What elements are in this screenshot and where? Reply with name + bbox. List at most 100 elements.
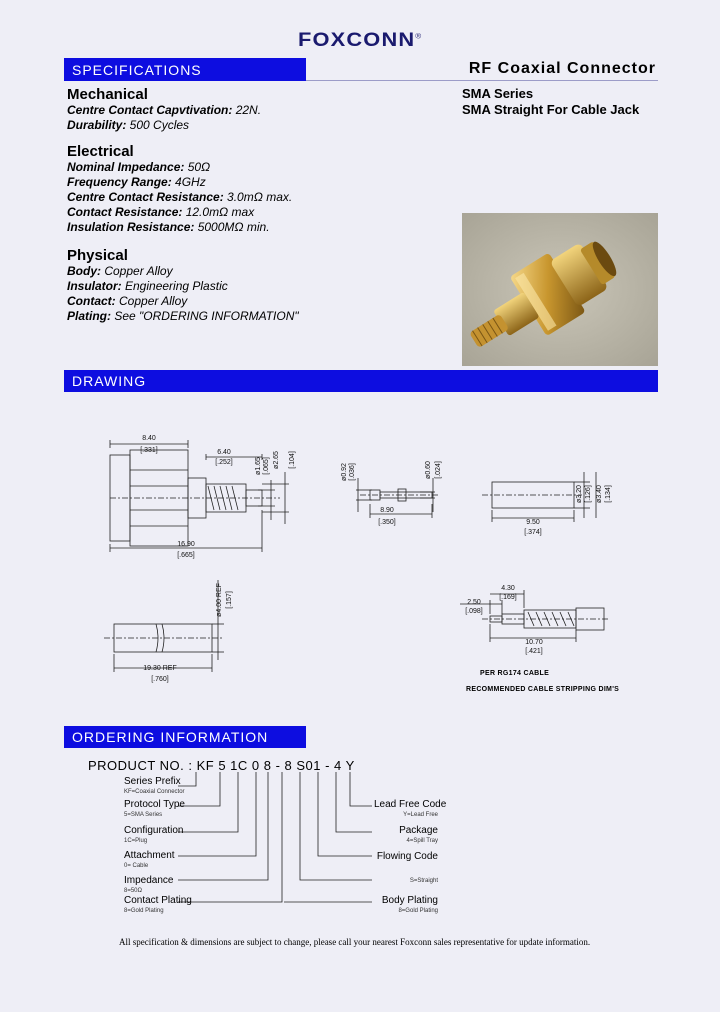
cable-caption: PER RG174 CABLE (480, 670, 550, 677)
registered-mark: ® (415, 33, 423, 41)
product-code-diagram (178, 772, 372, 903)
code-label: Flowing Code (376, 851, 438, 862)
dimension-text: 16.90 (177, 541, 195, 548)
spec-label: Plating: (67, 309, 111, 323)
code-desc: Y=Lead Free (403, 812, 438, 818)
technical-drawing: 8.40 [.331] 6.40 [.252] ø1.65 [.065] ø2.… (104, 435, 612, 683)
spec-item: Centre Contact Capvtivation: 22N. (67, 103, 261, 118)
code-desc: 8=Gold Plating (398, 908, 438, 914)
dimension-text: ø0.92 (341, 463, 348, 481)
spec-label: Centre Contact Capvtivation: (67, 103, 233, 117)
electrical-list: Nominal Impedance: 50Ω Frequency Range: … (67, 160, 292, 235)
spec-label: Insulator: (67, 279, 122, 293)
code-left-item: Protocol Type 5=SMA Series (124, 800, 185, 820)
spec-value: 12.0mΩ max (182, 205, 255, 219)
mechanical-list: Centre Contact Capvtivation: 22N. Durabi… (67, 103, 261, 133)
spec-label: Contact: (67, 294, 116, 308)
product-number: PRODUCT NO. : KF 5 1C 0 8 - 8 S01 - 4 Y (88, 758, 355, 773)
spec-item: Insulation Resistance: 5000MΩ min. (67, 220, 292, 235)
spec-value: Copper Alloy (115, 294, 188, 308)
mechanical-heading: Mechanical (67, 86, 148, 103)
foxconn-logo: FOXCONN® (298, 30, 422, 52)
dimension-text: ø2.65 (273, 451, 280, 469)
dimension-text: [.169] (499, 594, 517, 601)
dimension-text: [.104] (289, 451, 296, 469)
code-right-item: Flowing Code (374, 852, 438, 862)
spec-value: Engineering Plastic (121, 279, 228, 293)
code-right-item: Package 4=Spill Tray (374, 826, 438, 846)
dimension-text: 6.40 (217, 449, 231, 456)
spec-label: Nominal Impedance: (67, 160, 185, 174)
dimension-text: 8.40 (142, 435, 156, 442)
dimension-text: [.126] (585, 485, 592, 503)
drawing-bar: DRAWING (64, 370, 658, 392)
spec-value: Copper Alloy (101, 264, 173, 278)
code-right-item: S=Straight (374, 876, 438, 886)
dimension-text: [.665] (177, 552, 195, 559)
dimension-text: 19.30 REF (143, 665, 176, 672)
code-desc: 5=SMA Series (124, 812, 163, 818)
code-right-item: Lead Free Code Y=Lead Free (374, 799, 447, 820)
spec-label: Insulation Resistance: (67, 220, 195, 234)
code-desc: 8=Gold Plating (124, 908, 164, 914)
spec-value: 5000MΩ min. (194, 220, 270, 234)
footer-disclaimer: All specification & dimensions are subje… (119, 937, 591, 947)
spec-value: See "ORDERING INFORMATION" (111, 309, 299, 323)
code-label: Body Plating (381, 895, 438, 906)
code-label: Series Prefix (124, 776, 181, 787)
dimension-text: 2.50 (467, 599, 481, 606)
spec-value: 4GHz (171, 175, 206, 189)
spec-label: Contact Resistance: (67, 205, 183, 219)
dimension-text: ø1.65 (255, 457, 262, 475)
dimension-text: [.024] (435, 461, 442, 479)
dimension-text: [.036] (349, 463, 356, 481)
dimension-text: [.374] (524, 529, 542, 536)
dimension-text: ø3.20 (576, 485, 583, 503)
code-label: Lead Free Code (374, 799, 447, 810)
spec-item: Insulator: Engineering Plastic (67, 279, 299, 294)
spec-label: Centre Contact Resistance: (67, 190, 224, 204)
ordering-heading: ORDERING INFORMATION (72, 729, 269, 745)
code-left-item: Contact Plating 8=Gold Plating (124, 896, 192, 916)
spec-label: Frequency Range: (67, 175, 172, 189)
logo-text: FOXCONN (298, 30, 416, 51)
code-desc: 1C=Plug (124, 838, 148, 844)
spec-item: Contact Resistance: 12.0mΩ max (67, 205, 292, 220)
dimension-text: [.760] (151, 676, 169, 683)
dimension-text: ø0.60 (425, 461, 432, 479)
dimension-text: [.134] (605, 485, 612, 503)
code-label: Protocol Type (124, 799, 185, 810)
code-right-item: Body Plating 8=Gold Plating (374, 896, 438, 916)
code-label: Contact Plating (124, 895, 192, 906)
code-label: Impedance (124, 875, 174, 886)
code-left-item: Series Prefix KF=Coaxial Connector (124, 777, 185, 797)
spec-value: 500 Cycles (126, 118, 190, 132)
spec-value: 50Ω (184, 160, 211, 174)
spec-item: Durability: 500 Cycles (67, 118, 261, 133)
code-desc: 4=Spill Tray (406, 838, 438, 844)
divider (306, 80, 658, 81)
dimension-text: [.421] (525, 648, 543, 655)
spec-item: Contact: Copper Alloy (67, 294, 299, 309)
series-name: SMA Series (462, 86, 534, 101)
product-title: RF Coaxial Connector (468, 60, 656, 77)
spec-item: Centre Contact Resistance: 3.0mΩ max. (67, 190, 292, 205)
dimension-text: [.252] (215, 459, 233, 466)
spec-label: Body: (67, 264, 101, 278)
dimension-text: [.350] (378, 519, 396, 526)
series-description: SMA Straight For Cable Jack (462, 102, 640, 117)
ordering-bar: ORDERING INFORMATION (64, 726, 306, 748)
dimension-text: ø4.00 REF (216, 583, 223, 617)
drawing-heading: DRAWING (72, 373, 147, 389)
dimension-text: 4.30 (501, 585, 515, 592)
dimension-text: [.065] (263, 457, 270, 475)
spec-label: Durability: (67, 118, 127, 132)
spec-item: Frequency Range: 4GHz (67, 175, 292, 190)
stripping-caption: RECOMMENDED CABLE STRIPPING DIM'S (466, 686, 620, 693)
code-label: Attachment (124, 850, 175, 861)
physical-list: Body: Copper Alloy Insulator: Engineerin… (67, 264, 299, 324)
connector-photo (462, 213, 658, 366)
code-label: Package (399, 825, 438, 836)
spec-item: Plating: See "ORDERING INFORMATION" (67, 309, 299, 324)
dimension-text: 10.70 (525, 639, 543, 646)
